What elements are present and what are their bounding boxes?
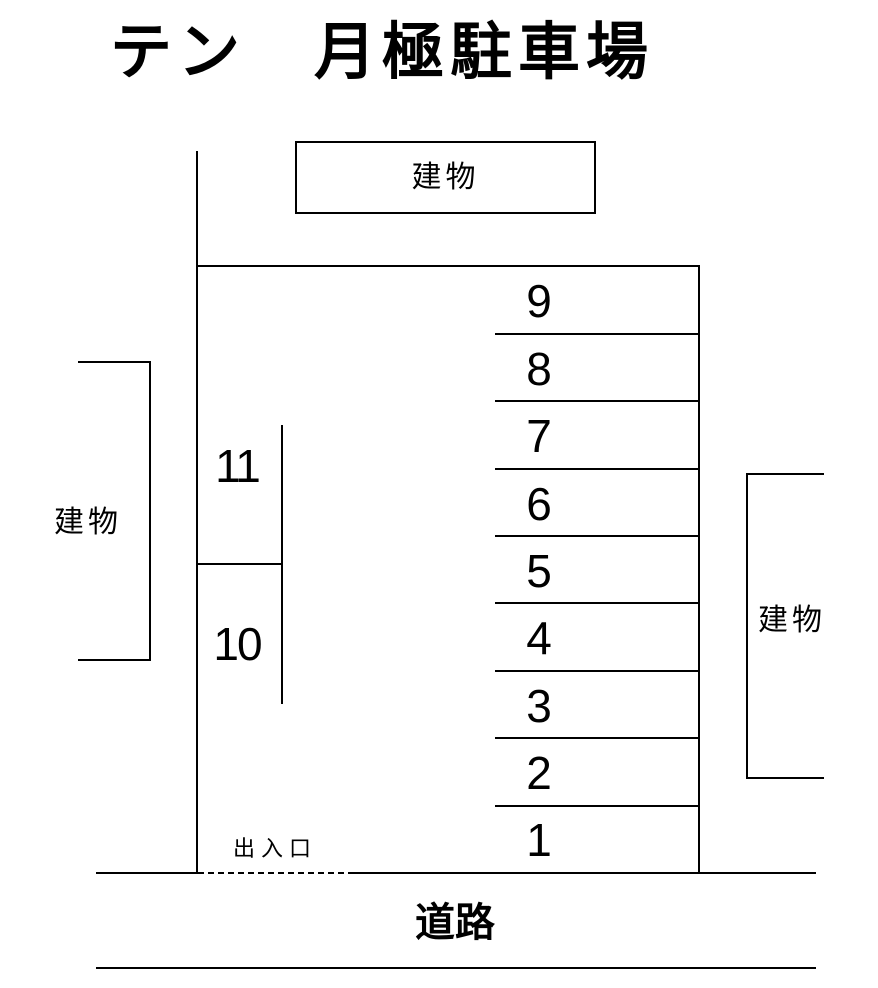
building-left-right-edge	[149, 361, 151, 661]
parking-space-11: 11	[215, 440, 261, 492]
entrance-label: 出入口	[233, 837, 318, 862]
building-right-top-edge	[746, 473, 824, 475]
parking-space-10: 10	[213, 618, 262, 670]
lot-left-boundary	[196, 151, 198, 873]
stall-divider	[495, 670, 699, 672]
parking-space-3: 3	[526, 680, 552, 732]
stall-divider	[495, 333, 699, 335]
building-left-bottom-edge	[78, 659, 151, 661]
building-right-left-edge	[746, 473, 748, 779]
lot-right-boundary	[698, 265, 700, 873]
parking-space-9: 9	[526, 275, 552, 327]
building-right-label: 建物	[758, 603, 826, 638]
page-title: テン 月極駐車場	[110, 15, 655, 88]
road-label: 道路	[415, 900, 495, 946]
parking-space-6: 6	[526, 478, 552, 530]
stall-divider	[495, 468, 699, 470]
building-top-label: 建物	[411, 159, 480, 195]
parking-space-8: 8	[526, 343, 552, 395]
parking-space-2: 2	[526, 747, 552, 799]
stall-divider	[495, 805, 699, 807]
road-top-edge-left	[96, 872, 198, 874]
building-top: 建物	[295, 141, 596, 214]
stall-divider	[495, 535, 699, 537]
stall-divider	[495, 737, 699, 739]
entrance-opening	[198, 872, 354, 874]
road-top-edge-right	[354, 872, 816, 874]
parking-space-5: 5	[526, 545, 552, 597]
building-left-label: 建物	[54, 505, 122, 540]
lot-top-boundary	[196, 265, 700, 267]
building-left-top-edge	[78, 361, 151, 363]
stall-divider-10-11	[196, 563, 283, 565]
stall-divider	[495, 400, 699, 402]
stall-divider	[495, 602, 699, 604]
parking-space-1: 1	[526, 814, 552, 866]
parking-space-4: 4	[526, 612, 552, 664]
road-bottom-edge	[96, 967, 816, 969]
building-right-bottom-edge	[746, 777, 824, 779]
parking-space-7: 7	[526, 410, 552, 462]
